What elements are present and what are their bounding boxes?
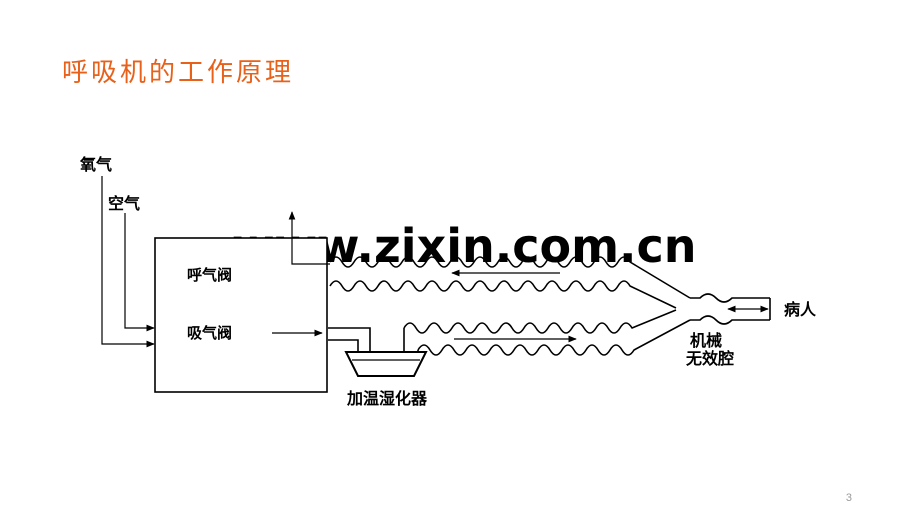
patient-connector-upper [690, 293, 770, 303]
ventilator-box [154, 237, 328, 393]
inspiratory-tube-upper-wall [403, 309, 677, 334]
humidifier-piping [328, 327, 419, 352]
inspiratory-tube-lower-wall [417, 319, 691, 356]
oxygen-line [101, 176, 155, 348]
breathing-circuit [329, 256, 771, 356]
patient-label: 病人 [784, 300, 817, 319]
oxygen-label: 氧气 [79, 155, 112, 174]
patient-connector-lower [690, 315, 770, 325]
air-label: 空气 [108, 194, 140, 213]
humidifier-label: 加温湿化器 [346, 389, 428, 408]
dead-space-label-line2: 无效腔 [685, 349, 734, 368]
inhalation-valve-label: 吸气阀 [187, 324, 232, 342]
gas-supply-lines [101, 176, 155, 348]
exhaust-vent [288, 211, 330, 265]
dead-space-label-line1: 机械 [690, 331, 722, 350]
expiratory-tube-upper-wall [329, 256, 691, 299]
expiratory-tube-lower-wall [329, 280, 677, 309]
air-line [124, 213, 155, 332]
slide-title: 呼吸机的工作原理 [62, 58, 295, 88]
page-number: 3 [845, 492, 852, 504]
humidifier-vessel [344, 351, 428, 377]
exhalation-valve-label: 呼气阀 [187, 266, 232, 284]
